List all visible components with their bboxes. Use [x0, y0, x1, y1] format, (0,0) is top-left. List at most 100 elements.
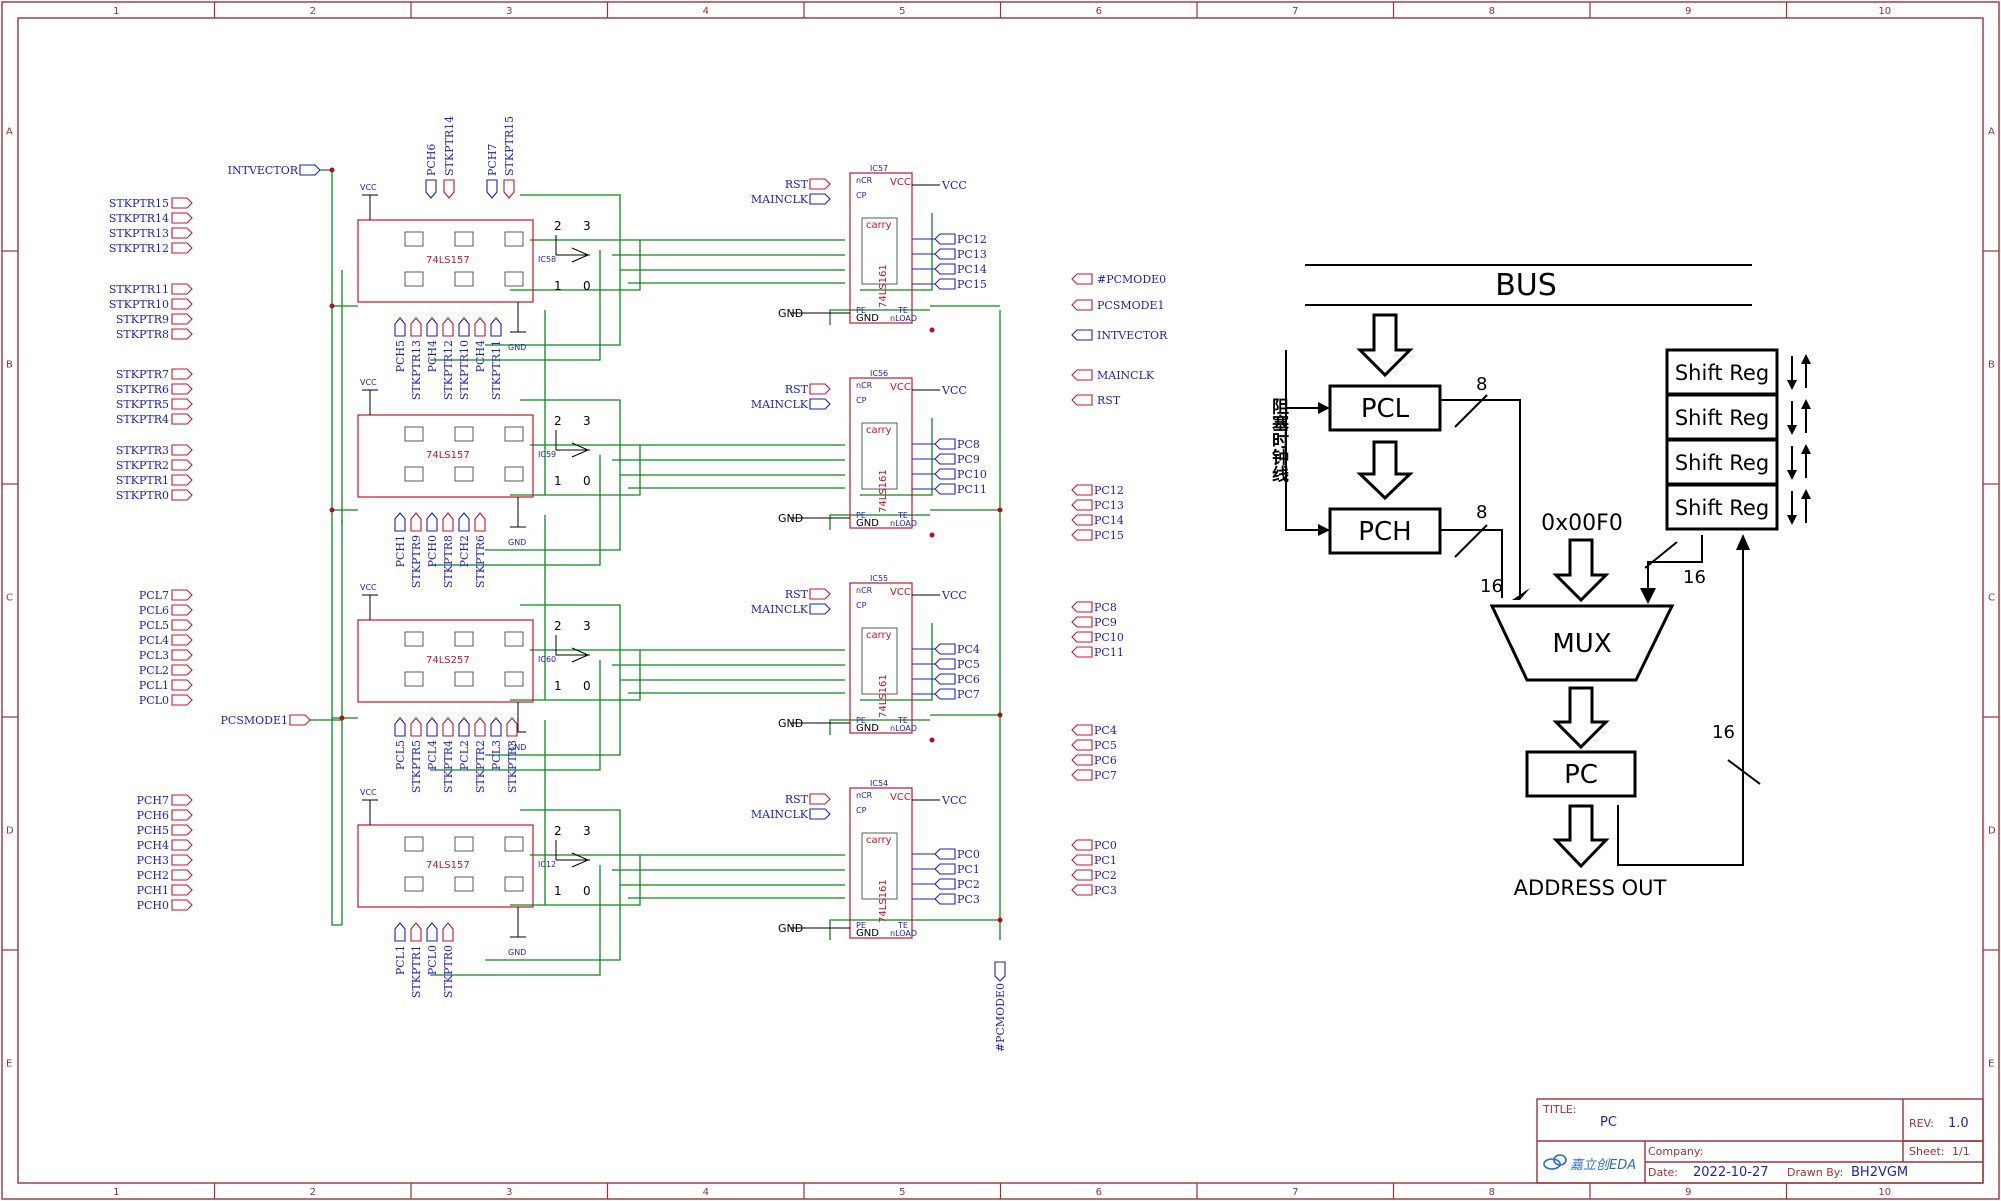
zone-col-label-bottom: 2 — [310, 1187, 316, 1198]
mux-cell — [504, 671, 524, 687]
right-pc-label: PC6 — [1094, 754, 1117, 767]
counter-output-label: PC8 — [957, 438, 980, 451]
mux-select-number: 3 — [583, 219, 591, 233]
stkptr-port-flag — [171, 197, 193, 209]
counter-output-label: PC12 — [957, 233, 987, 246]
output-flag — [934, 263, 956, 275]
junction-dot — [929, 532, 935, 538]
mux-bottom-pin-label: PCL2 — [458, 740, 471, 770]
mux-cell — [504, 876, 524, 892]
mux-select-number: 1 — [554, 279, 562, 293]
rev-field-label: REV: — [1909, 1117, 1934, 1130]
right-pc-label: PC12 — [1094, 484, 1124, 497]
stkptr-port: STKPTR8 — [116, 328, 169, 341]
zone-col-label-top: 7 — [1292, 6, 1298, 17]
eda-logo: 嘉立创EDA — [1570, 1158, 1636, 1173]
mux-cell — [404, 426, 424, 442]
mux-cell — [404, 836, 424, 852]
pch-port-flag — [171, 854, 193, 866]
zone-col-label-bottom: 9 — [1685, 1187, 1691, 1198]
pc-label: PC — [1564, 760, 1598, 790]
pcmode0-flag — [994, 961, 1006, 982]
mux-cell — [454, 231, 474, 247]
mux-chip-body — [357, 414, 534, 498]
arrowhead — [1787, 425, 1797, 435]
block-diagram: BUS PCL PCH 阻塞时钟线 8 8 16 0x00F0 MUX 16 — [1268, 264, 1811, 900]
mux-bottom-pin-flag — [474, 317, 486, 337]
counter-chip-body — [849, 377, 913, 529]
mux-bottom-pin-flag — [442, 317, 454, 337]
mux-select-number: 1 — [554, 474, 562, 488]
mux-cell — [454, 836, 474, 852]
clk-flag — [809, 603, 831, 615]
mux-bottom-pin-label: STKPTR10 — [458, 340, 471, 400]
pch-port-flag — [171, 884, 193, 896]
counter-part-number: 74LS161 — [878, 469, 889, 513]
zone-row-label-left: C — [6, 593, 13, 604]
pc-block — [1525, 750, 1637, 798]
mux-select-number: 3 — [583, 619, 591, 633]
mux-part-number: 74LS257 — [426, 655, 470, 666]
counter-output-label: PC4 — [957, 643, 980, 656]
mux-cell — [504, 426, 524, 442]
mux-bottom-pin-label: STKPTR0 — [442, 945, 455, 998]
mux-bottom-pin-flag — [458, 512, 470, 532]
pcl-port-flag — [171, 694, 193, 706]
output-flag — [934, 688, 956, 700]
mux-bottom-pin-flag — [506, 717, 518, 737]
counter-chip: IC57nCRCPVCCcarryPEnLOADTEGND74LS161RSTM… — [751, 164, 987, 324]
cp-pin: CP — [856, 396, 867, 405]
zone-col-label-bottom: 6 — [1096, 1187, 1102, 1198]
mux-in-width-label: 16 — [1480, 576, 1503, 597]
mux-cell — [504, 271, 524, 287]
output-flag — [934, 468, 956, 480]
arrowhead — [1801, 489, 1811, 499]
mux-gnd-label: GND — [508, 743, 526, 752]
mux-bottom-pin-flag — [410, 717, 422, 737]
junction-dot — [929, 327, 935, 333]
wire — [430, 250, 601, 361]
mux-cell — [504, 631, 524, 647]
clock-side-label: 阻塞时钟线 — [1268, 397, 1289, 483]
mux-part-number: 74LS157 — [426, 860, 470, 871]
stkptr-port: STKPTR6 — [116, 383, 169, 396]
pcl-port-flag — [171, 649, 193, 661]
pcl-port: PCL0 — [139, 694, 169, 707]
mux-bottom-pin-flag — [426, 922, 438, 942]
carry-label: carry — [866, 630, 892, 641]
right-pc-label: PC14 — [1094, 514, 1124, 527]
mux-bottom-pin-flag — [426, 512, 438, 532]
pcl-label: PCL — [1361, 394, 1410, 424]
signal-flag — [1071, 273, 1093, 285]
output-flag — [934, 233, 956, 245]
clk-flag — [809, 193, 831, 205]
stkptr-port: STKPTR4 — [116, 413, 169, 426]
arrowhead — [1801, 399, 1811, 409]
mux-vcc-label: VCC — [360, 183, 377, 192]
mux-bottom-pin-flag — [442, 717, 454, 737]
mux-bottom-pin-flag — [394, 317, 406, 337]
pch-port: PCH4 — [137, 839, 169, 852]
pc-port-flag — [1071, 769, 1093, 781]
ncr-pin: nCR — [856, 791, 873, 800]
zone-row-label-right: C — [1988, 593, 1995, 604]
junction-dot — [997, 917, 1003, 923]
mux-bottom-pin-label: STKPTR13 — [410, 340, 423, 400]
pc-port-flag — [1071, 739, 1093, 751]
carry-label: carry — [866, 220, 892, 231]
mux-bottom-pin-flag — [458, 717, 470, 737]
rst-flag — [809, 793, 831, 805]
mux-bottom-pin-flag — [474, 717, 486, 737]
pch-port: PCH6 — [137, 809, 169, 822]
wire — [510, 445, 641, 496]
wire — [510, 240, 641, 291]
pch-port-flag — [171, 794, 193, 806]
mux-bottom-pin-label: PCH4 — [426, 340, 439, 372]
wire-layer — [310, 167, 1003, 976]
carry-label: carry — [866, 425, 892, 436]
pc-port-flag — [1071, 646, 1093, 658]
pc-out-arrow — [1552, 804, 1610, 869]
right-pc-label: PC15 — [1094, 529, 1124, 542]
